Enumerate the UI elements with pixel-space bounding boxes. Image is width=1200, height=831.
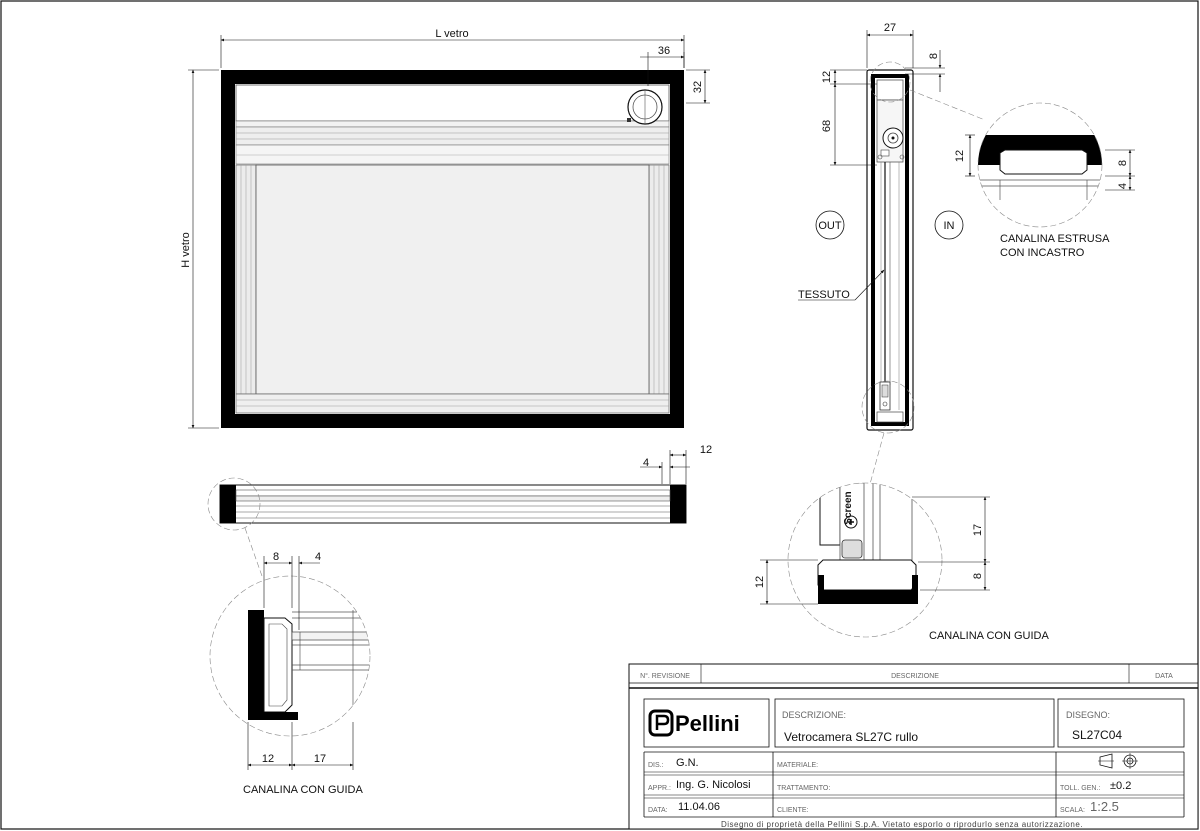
canalina-estrusa-caption-2: CON INCASTRO: [1000, 247, 1085, 259]
detail-canalina-estrusa: 12 8 4 CANALINA ESTRUSA CON INCASTRO: [954, 102, 1135, 259]
dim-8-detail-top: 8: [1117, 160, 1129, 166]
dim-4-detail-left: 4: [315, 551, 321, 563]
width-dimension-label: L vetro: [435, 28, 468, 40]
ownership-footer: Disegno di proprietà della Pellini S.p.A…: [721, 820, 1083, 829]
dim-12-plan: 12: [700, 444, 712, 456]
dim-12-detail-top: 12: [954, 150, 966, 162]
toll-value: ±0.2: [1110, 780, 1131, 792]
pellini-logo-icon: [648, 709, 674, 737]
title-block: N°. REVISIONE DESCRIZIONE DATA Pellini D…: [628, 663, 1199, 830]
data-label: DATA:: [648, 807, 668, 814]
scala-value: 1:2.5: [1090, 799, 1119, 814]
dim-12-detail-left: 12: [262, 753, 274, 765]
disegno-value: SL27C04: [1072, 728, 1122, 742]
height-dimension-label: H vetro: [180, 232, 192, 267]
cliente-label: CLIENTE:: [777, 807, 809, 814]
dim-8-detail-bottom: 8: [972, 573, 984, 579]
canalina-guida-left-caption: CANALINA CON GUIDA: [243, 784, 363, 796]
projection-symbol-icon: [1098, 753, 1138, 769]
dim-17-detail-bottom: 17: [972, 524, 984, 536]
detail-canalina-guida-left: 8 4 12 17 CANALINA CON GUIDA: [209, 551, 371, 796]
dim-8-section: 8: [928, 53, 940, 59]
dim-32: 32: [692, 81, 704, 93]
dim-8-detail-left: 8: [273, 551, 279, 563]
col-description: DESCRIZIONE: [891, 673, 939, 680]
col-revision: N°. REVISIONE: [640, 672, 690, 680]
tessuto-label: TESSUTO: [798, 289, 850, 301]
dim-4-detail-top: 4: [1117, 183, 1129, 189]
descrizione-value: Vetrocamera SL27C rullo: [784, 730, 918, 744]
section-view: 27 8 12 68 OUT IN TESSUTO: [798, 22, 986, 485]
dim-4-plan: 4: [643, 457, 649, 469]
canalina-estrusa-caption-1: CANALINA ESTRUSA: [1000, 233, 1110, 245]
data-value: 11.04.06: [678, 801, 720, 813]
out-marker: [815, 210, 845, 240]
detail-canalina-guida-bottom: Screen 17 8 12 CANALINA CON GUIDA: [754, 482, 1049, 642]
col-date: DATA: [1155, 673, 1173, 680]
descrizione-label: DESCRIZIONE:: [782, 710, 846, 720]
front-view: L vetro H vetro 36 32: [180, 28, 710, 429]
appr-label: APPR.:: [648, 785, 671, 792]
bottom-bar: [235, 393, 670, 414]
appr-value: Ing. G. Nicolosi: [676, 779, 751, 791]
materiale-label: MATERIALE:: [777, 762, 818, 769]
canalina-guida-bottom-caption: CANALINA CON GUIDA: [929, 630, 1049, 642]
pellini-logo-text: Pellini: [675, 711, 740, 736]
in-marker: [934, 210, 964, 240]
dis-label: DIS.:: [648, 762, 664, 769]
roller-cassette: [235, 84, 670, 122]
plan-view: 4 12: [207, 444, 712, 577]
trattamento-label: TRATTAMENTO:: [777, 785, 830, 792]
dim-12-section: 12: [821, 71, 833, 83]
dim-17-detail-left: 17: [314, 753, 326, 765]
dim-12-detail-bottom: 12: [754, 576, 766, 588]
dim-68-section: 68: [821, 120, 833, 132]
toll-label: TOLL. GEN.:: [1060, 785, 1100, 792]
dim-27: 27: [884, 22, 896, 34]
dis-value: G.N.: [676, 757, 699, 769]
scala-label: SCALA:: [1060, 807, 1085, 814]
disegno-label: DISEGNO:: [1066, 710, 1110, 720]
glass-pane: [255, 164, 650, 395]
screen-brand-text: Screen: [843, 491, 854, 524]
out-label: OUT: [818, 220, 842, 232]
dim-36: 36: [658, 45, 670, 57]
in-label: IN: [944, 220, 955, 232]
